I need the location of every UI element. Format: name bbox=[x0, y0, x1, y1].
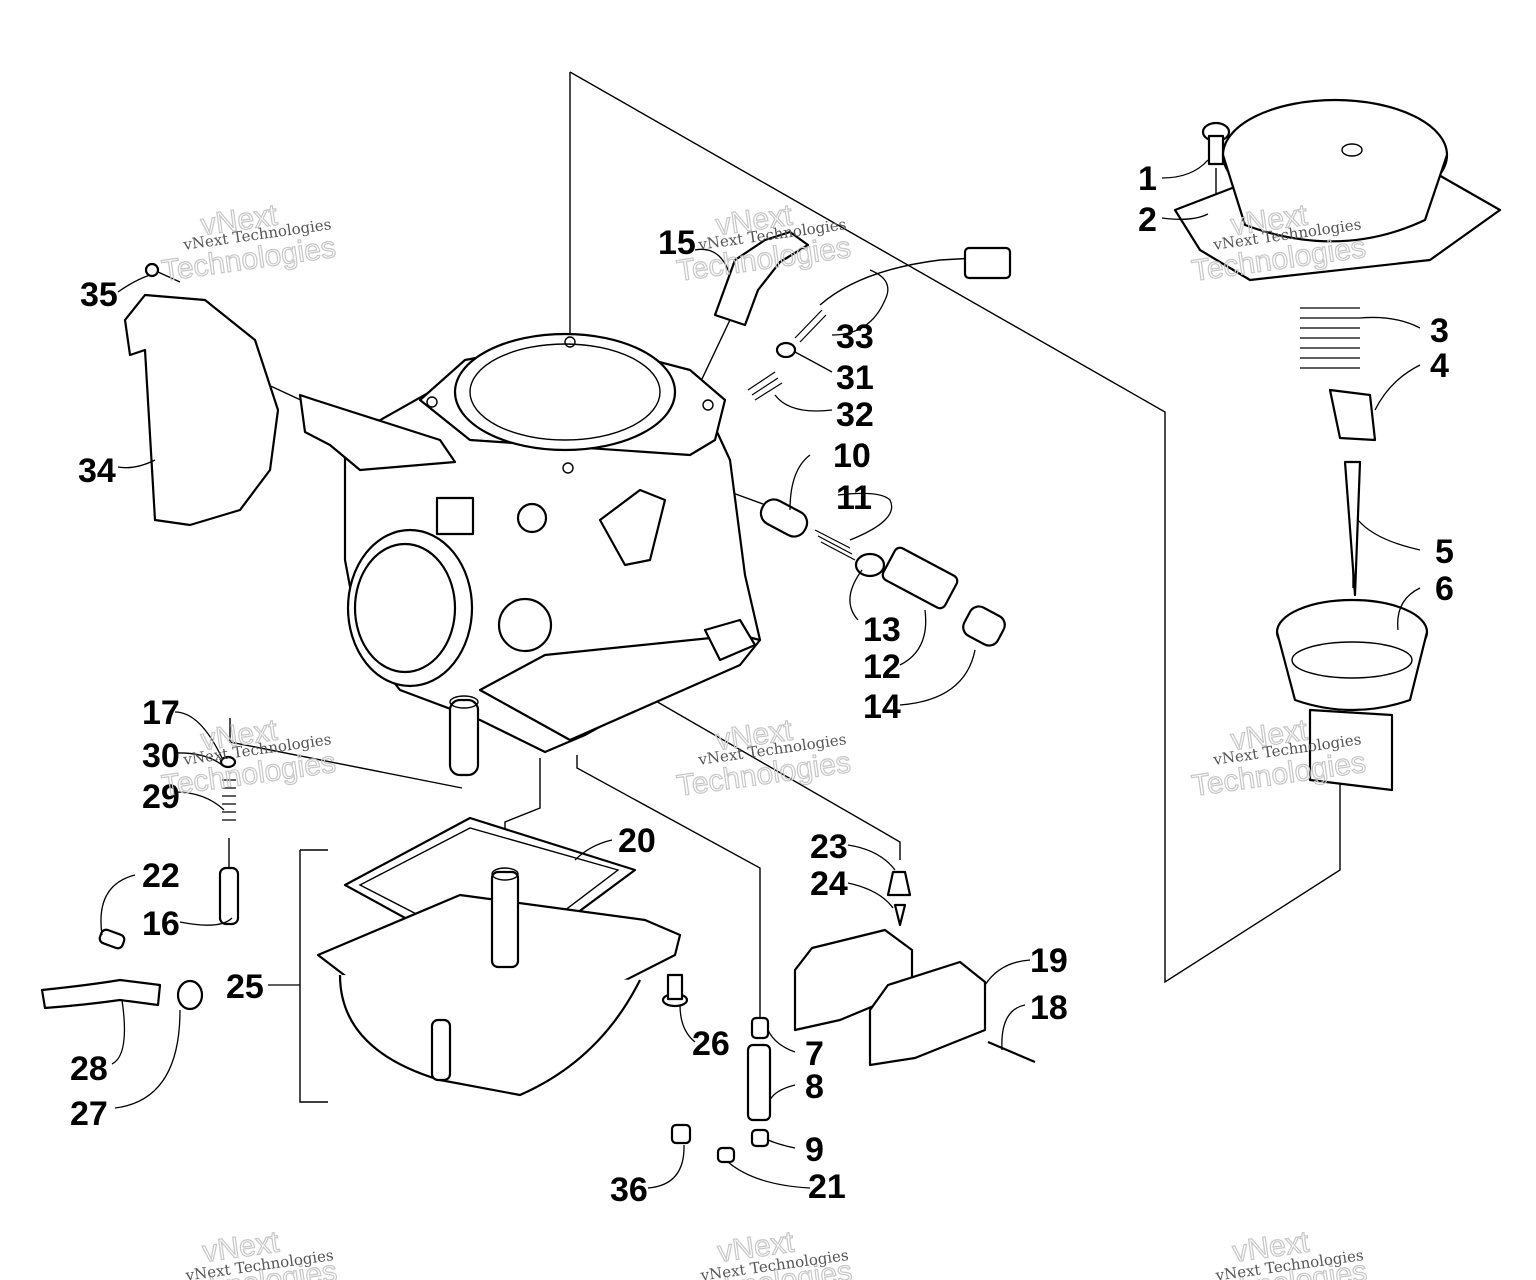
part-19-float-a bbox=[793, 928, 914, 1032]
part-26-screw bbox=[661, 973, 689, 1008]
part-18-pin bbox=[987, 1040, 1036, 1064]
part-5-needle bbox=[1343, 460, 1362, 597]
watermark-bottom-left: vNext Technologies vNext Technologies bbox=[160, 1225, 339, 1280]
callout-20: 20 bbox=[618, 822, 656, 860]
part-4-retainer bbox=[1328, 388, 1377, 442]
part-19-float-b bbox=[868, 960, 987, 1067]
part-3-spring bbox=[1300, 307, 1360, 369]
callout-11: 11 bbox=[836, 479, 872, 517]
part-24-clip bbox=[893, 903, 907, 927]
callout-15: 15 bbox=[658, 224, 696, 262]
callout-24: 24 bbox=[810, 865, 848, 903]
callout-labels: 1 2 3 4 5 6 7 8 9 10 11 12 13 14 15 16 1… bbox=[70, 160, 1454, 1209]
callout-31: 31 bbox=[836, 359, 874, 397]
callout-9: 9 bbox=[805, 1131, 824, 1169]
part-7-jet bbox=[750, 1016, 770, 1040]
callout-14: 14 bbox=[863, 688, 901, 726]
callout-21: 21 bbox=[808, 1168, 846, 1206]
part-10-plunger bbox=[759, 498, 809, 538]
callout-30: 30 bbox=[142, 737, 180, 775]
callout-29: 29 bbox=[142, 778, 180, 816]
part-35-screw bbox=[144, 262, 181, 283]
callout-7: 7 bbox=[805, 1035, 824, 1073]
part-14-cap bbox=[962, 605, 1006, 647]
callout-35: 35 bbox=[80, 276, 118, 314]
callout-12: 12 bbox=[863, 648, 901, 686]
part-8-tube bbox=[746, 1043, 772, 1122]
callout-36: 36 bbox=[610, 1171, 648, 1209]
part-23-needle-valve bbox=[886, 870, 912, 897]
callout-32: 32 bbox=[836, 396, 874, 434]
callout-18: 18 bbox=[1030, 989, 1068, 1027]
part-36-jet bbox=[670, 1123, 692, 1145]
part-6-piston bbox=[1275, 598, 1429, 792]
callout-1: 1 bbox=[1138, 160, 1157, 198]
callout-6: 6 bbox=[1435, 570, 1454, 608]
callout-8: 8 bbox=[805, 1068, 824, 1106]
part-29-spring bbox=[222, 779, 236, 821]
watermark-mid-center: vNext Technologies vNext Technologies bbox=[674, 713, 853, 804]
watermark-bottom-center: vNext Technologies vNext Technologies bbox=[675, 1225, 854, 1280]
part-16-screw bbox=[218, 838, 240, 926]
part-33-spring bbox=[794, 309, 827, 343]
callout-34: 34 bbox=[78, 452, 116, 490]
part-11-spring bbox=[814, 529, 856, 561]
leader-lines bbox=[100, 159, 1421, 1189]
callout-17: 17 bbox=[142, 694, 180, 732]
part-13-oring bbox=[854, 552, 886, 578]
watermark-bottom-right: vNext Technologies vNext Technologies bbox=[1190, 1225, 1369, 1280]
callout-27: 27 bbox=[70, 1095, 108, 1133]
part-12-nut bbox=[881, 546, 959, 610]
part-27-clamp bbox=[176, 979, 204, 1011]
part-17-washer bbox=[219, 755, 237, 769]
part-9-jet bbox=[750, 1128, 770, 1148]
watermark-top-left: vNext Technologies vNext Technologies bbox=[159, 198, 338, 289]
callout-33: 33 bbox=[836, 318, 874, 356]
watermark-top-right: vNext Technologies vNext Technologies bbox=[1189, 198, 1368, 289]
carburetor-body bbox=[298, 332, 762, 777]
part-25-float-bowl bbox=[316, 867, 682, 1097]
callout-28: 28 bbox=[70, 1050, 108, 1088]
callout-10: 10 bbox=[833, 437, 871, 475]
part-32-spring bbox=[747, 371, 783, 401]
callout-13: 13 bbox=[863, 611, 901, 649]
part-15-hose bbox=[713, 230, 810, 327]
callout-3: 3 bbox=[1430, 312, 1449, 350]
callout-4: 4 bbox=[1430, 347, 1449, 385]
part-22-screw bbox=[98, 928, 126, 950]
callout-19: 19 bbox=[1030, 942, 1068, 980]
callout-26: 26 bbox=[692, 1025, 730, 1063]
part-34-cover bbox=[123, 293, 280, 527]
callout-5: 5 bbox=[1435, 533, 1454, 571]
watermark-top-center: vNext Technologies vNext Technologies bbox=[674, 198, 853, 289]
callout-2: 2 bbox=[1138, 201, 1157, 239]
part-1-screw bbox=[1201, 121, 1231, 166]
part-21-jet bbox=[716, 1146, 736, 1164]
part-33-cable bbox=[819, 246, 1012, 306]
callout-23: 23 bbox=[810, 828, 848, 866]
part-28-tube bbox=[40, 978, 162, 1010]
part-top-cover bbox=[1173, 98, 1502, 282]
part-31-washer bbox=[775, 341, 797, 359]
callout-16: 16 bbox=[142, 905, 180, 943]
callout-25: 25 bbox=[226, 968, 264, 1006]
watermark-mid-left: vNext Technologies vNext Technologies bbox=[159, 713, 338, 804]
callout-22: 22 bbox=[142, 857, 180, 895]
